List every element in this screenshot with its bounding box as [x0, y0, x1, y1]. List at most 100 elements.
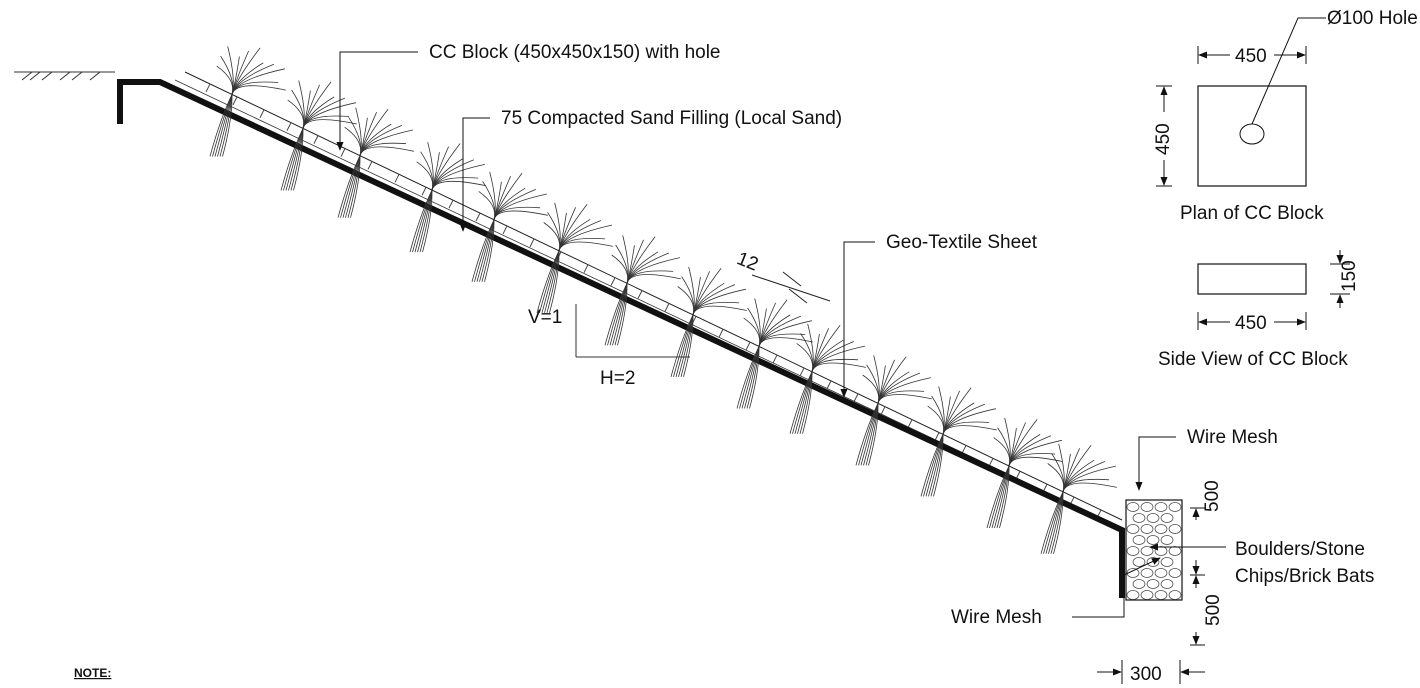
- block-joint: [664, 303, 670, 312]
- block-joint: [448, 199, 454, 209]
- plan-height-label: 450: [1153, 123, 1174, 155]
- stone: [1140, 524, 1154, 534]
- grass-tuft: [536, 202, 613, 313]
- block-joint: [367, 161, 373, 170]
- toe-width-label: 300: [1130, 664, 1162, 685]
- slope-surface-line: [184, 71, 1123, 521]
- grass-tufts: [209, 46, 1117, 554]
- plan-title: Plan of CC Block: [1180, 203, 1324, 224]
- stone: [1168, 524, 1182, 534]
- plan-block-rect: [1197, 85, 1307, 187]
- stone: [1160, 535, 1174, 545]
- side-width-label: 450: [1235, 313, 1267, 334]
- plan-width-dimension: [1197, 46, 1307, 64]
- grass-tuft: [604, 235, 681, 346]
- block-joint: [232, 96, 238, 106]
- grass-tuft: [1040, 443, 1117, 554]
- block-joint: [340, 148, 346, 157]
- stone: [1126, 524, 1140, 534]
- stone: [1160, 513, 1174, 523]
- stone: [1126, 568, 1140, 578]
- gabion-stones: [1126, 502, 1182, 600]
- grass-tuft: [986, 417, 1063, 529]
- block-joint: [313, 135, 319, 144]
- stone: [1154, 590, 1168, 600]
- block-joint: [529, 238, 535, 248]
- block-joint: [826, 380, 832, 390]
- grass-tuft: [409, 142, 486, 253]
- stone: [1168, 590, 1182, 600]
- thickness-label: 12: [734, 248, 761, 275]
- slope-v-label: V=1: [528, 307, 562, 328]
- stone: [1132, 535, 1146, 545]
- block-joint: [259, 109, 265, 118]
- grass-tuft: [736, 298, 813, 409]
- grass-tuft: [209, 46, 286, 157]
- geo-textile-label: Geo-Textile Sheet: [886, 232, 1038, 253]
- stone: [1140, 502, 1154, 512]
- thickness-dimension: [751, 271, 831, 304]
- block-joint: [502, 225, 508, 235]
- cc-block-joints: [205, 83, 1102, 519]
- hole-leader: [1251, 17, 1326, 125]
- sand-filling-leader: [459, 117, 490, 232]
- grass-tuft: [280, 80, 357, 191]
- block-joint: [583, 264, 589, 273]
- grass-tuft: [789, 323, 866, 434]
- block-joint: [637, 290, 643, 299]
- slope-h-label: H=2: [600, 368, 635, 389]
- block-joint: [907, 419, 913, 428]
- toe-depth-dimension: [1190, 507, 1205, 646]
- wire-mesh-bottom-label: Wire Mesh: [951, 607, 1042, 628]
- wire-mesh-top-label: Wire Mesh: [1187, 427, 1278, 448]
- side-height-dimension: [1330, 250, 1350, 308]
- block-joint: [421, 187, 427, 196]
- sand-filling-label: 75 Compacted Sand Filling (Local Sand): [501, 108, 842, 129]
- block-joint: [799, 367, 805, 377]
- block-joint: [745, 341, 751, 351]
- plan-width-label: 450: [1235, 46, 1267, 67]
- cc-block-leader: [336, 51, 418, 151]
- note-heading: NOTE:: [74, 666, 111, 680]
- stone: [1154, 502, 1168, 512]
- stone: [1168, 502, 1182, 512]
- stone: [1154, 568, 1168, 578]
- stone: [1132, 579, 1146, 589]
- block-joint: [880, 406, 886, 415]
- side-block-rect: [1197, 263, 1307, 295]
- geo-textile-leader: [840, 241, 875, 398]
- cc-block-label: CC Block (450x450x150) with hole: [429, 42, 721, 63]
- block-joint: [610, 277, 616, 286]
- plan-height-dimension: [1156, 85, 1172, 187]
- stone: [1140, 568, 1154, 578]
- stone: [1146, 579, 1160, 589]
- stone: [1126, 590, 1140, 600]
- side-width-dimension: [1197, 312, 1307, 330]
- boulders-label-line2: Chips/Brick Bats: [1235, 566, 1374, 587]
- grass-tuft: [920, 386, 997, 497]
- grass-tuft: [670, 266, 747, 377]
- stone: [1160, 579, 1174, 589]
- block-joint: [286, 122, 292, 131]
- stone: [1140, 590, 1154, 600]
- toe-depth-lower-label: 500: [1203, 594, 1224, 626]
- geo-textile-sheet: [117, 79, 1125, 598]
- grass-tuft: [855, 355, 932, 466]
- stone: [1168, 568, 1182, 578]
- toe-width-dimension: [1097, 660, 1205, 684]
- block-joint: [934, 432, 940, 441]
- stone: [1154, 524, 1168, 534]
- block-joint: [475, 212, 481, 222]
- block-joint: [394, 174, 400, 183]
- ground-hatch: [14, 71, 115, 81]
- stone: [1146, 513, 1160, 523]
- stone: [1140, 546, 1154, 556]
- hole-label: Ø100 Hole: [1327, 8, 1418, 29]
- block-joint: [718, 329, 724, 338]
- stone: [1132, 513, 1146, 523]
- stone: [1126, 546, 1140, 556]
- slope-ratio-indicator: [575, 304, 690, 358]
- block-joint: [853, 393, 859, 402]
- stone: [1132, 557, 1146, 567]
